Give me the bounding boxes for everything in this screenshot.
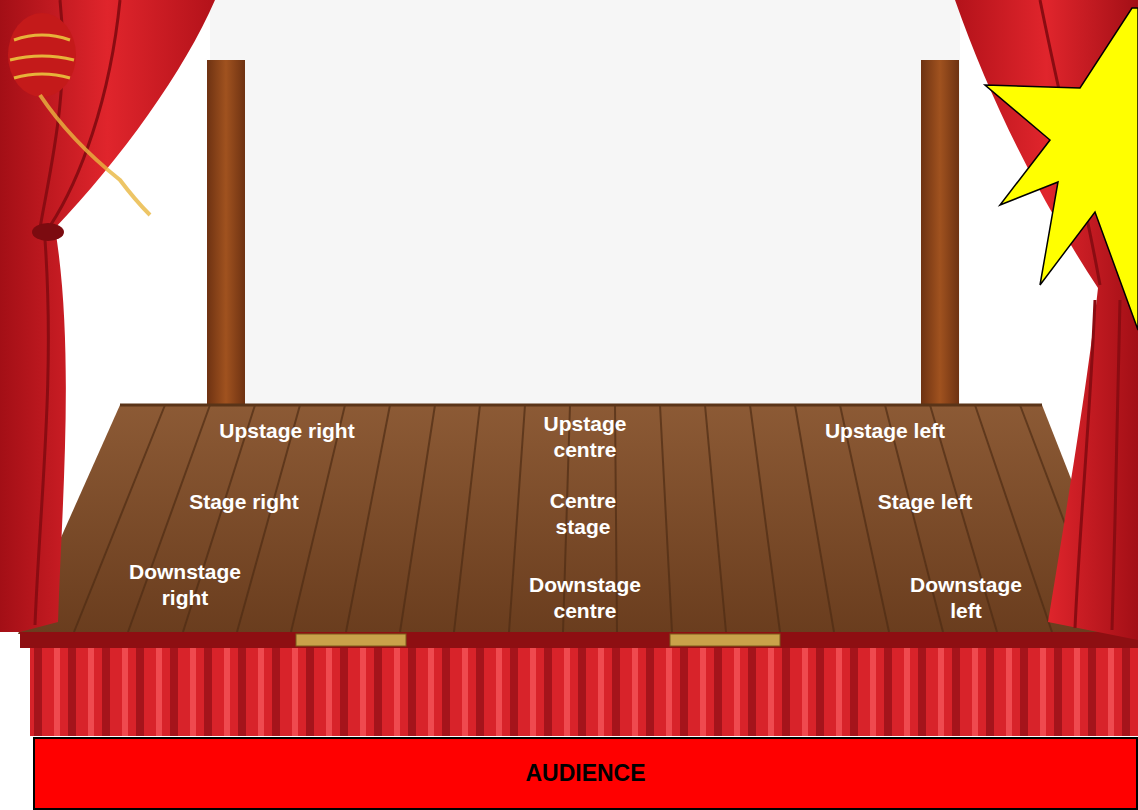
floor-planks [74,405,1106,632]
stage-area-label: Stage left [825,489,1025,515]
stage-area-label: Upstage centre [530,411,640,463]
lantern-bands [10,35,74,78]
stage-area-label: Downstage centre [510,572,660,624]
trim-ornament [296,634,406,646]
right-pillar [921,60,959,410]
stage-front-trim [20,632,1138,648]
trim-ornament [670,634,780,646]
stage-area-label: Downstage left [901,572,1031,624]
right-curtain [955,0,1138,640]
curtain-tie [32,223,64,241]
back-wall [210,0,960,410]
stage-area-label: Upstage left [785,418,985,444]
lantern [8,13,150,215]
audience-label: AUDIENCE [525,760,645,787]
floor-back-edge [120,404,1042,407]
stage-area-label: Downstage right [115,559,255,611]
stage-floor [18,405,1132,634]
left-curtain [0,0,215,632]
starburst [985,8,1138,330]
stage-area-label: Centre stage [533,488,633,540]
lantern-body [8,13,76,97]
stage-area-label: Upstage right [187,418,387,444]
left-pillar [207,60,245,410]
stage-skirt [30,648,1138,736]
lantern-tassel [40,95,150,215]
audience-band: AUDIENCE [33,737,1138,810]
stage-area-label: Stage right [144,489,344,515]
